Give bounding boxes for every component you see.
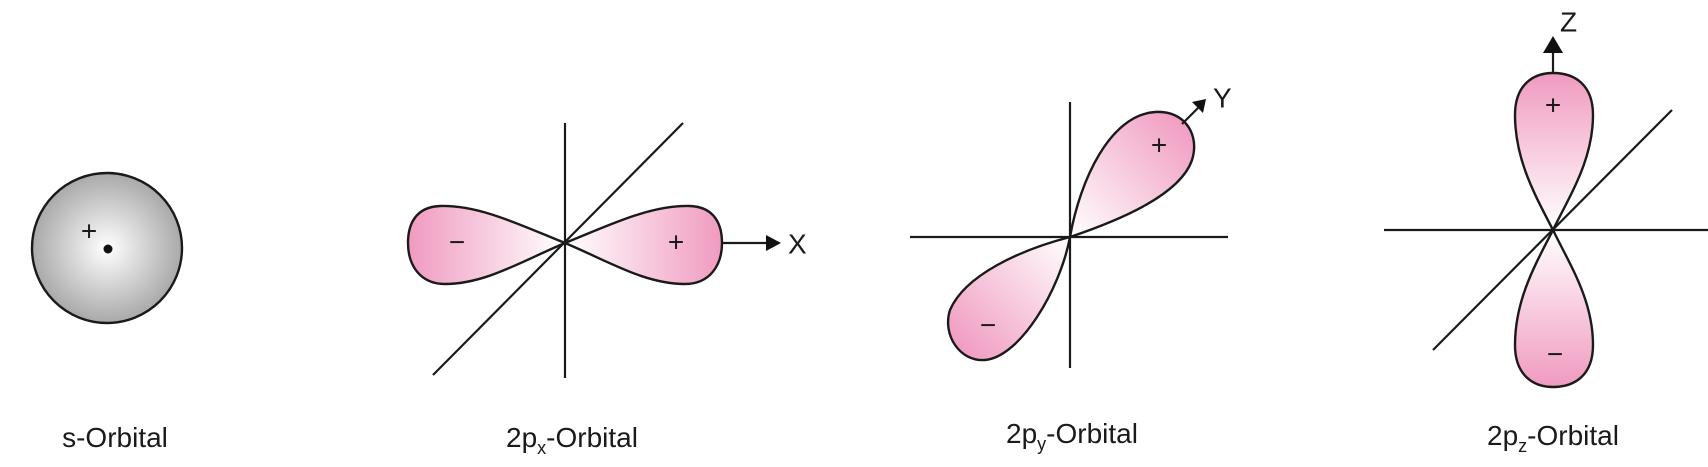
2py-orbital: Y + − 2py-Orbital bbox=[910, 83, 1232, 454]
negative-lobe bbox=[406, 204, 569, 286]
2py-orbital-caption: 2py-Orbital bbox=[1006, 418, 1138, 454]
x-axis-label: X bbox=[788, 229, 807, 260]
arrowhead-icon bbox=[1192, 99, 1206, 113]
2px-orbital-caption: 2px-Orbital bbox=[506, 422, 638, 458]
y-axis-arrow bbox=[1181, 107, 1199, 125]
arrowhead-icon bbox=[766, 235, 781, 251]
plus-sign: + bbox=[1545, 90, 1561, 121]
s-orbital-caption: s-Orbital bbox=[62, 422, 168, 453]
negative-lobe bbox=[946, 235, 1072, 362]
positive-lobe bbox=[1068, 110, 1196, 239]
arrowhead-icon bbox=[1543, 36, 1563, 53]
plus-sign: + bbox=[1151, 130, 1167, 161]
nucleus-dot bbox=[103, 244, 113, 254]
minus-sign: − bbox=[980, 310, 996, 341]
negative-lobe bbox=[1513, 227, 1595, 389]
plus-sign: + bbox=[668, 227, 684, 258]
diagonal-axis bbox=[432, 122, 684, 376]
z-axis-label: Z bbox=[1560, 7, 1577, 38]
2pz-orbital-caption: 2pz-Orbital bbox=[1487, 420, 1619, 456]
diagonal-axis bbox=[1432, 109, 1673, 351]
minus-sign: − bbox=[449, 227, 465, 258]
y-axis-label: Y bbox=[1213, 83, 1232, 114]
s-orbital: + s-Orbital bbox=[30, 171, 184, 453]
plus-sign: + bbox=[81, 216, 97, 247]
2pz-orbital: Z + − 2pz-Orbital bbox=[1384, 7, 1708, 456]
minus-sign: − bbox=[1547, 339, 1563, 370]
2px-orbital: X − + 2px-Orbital bbox=[406, 122, 807, 458]
